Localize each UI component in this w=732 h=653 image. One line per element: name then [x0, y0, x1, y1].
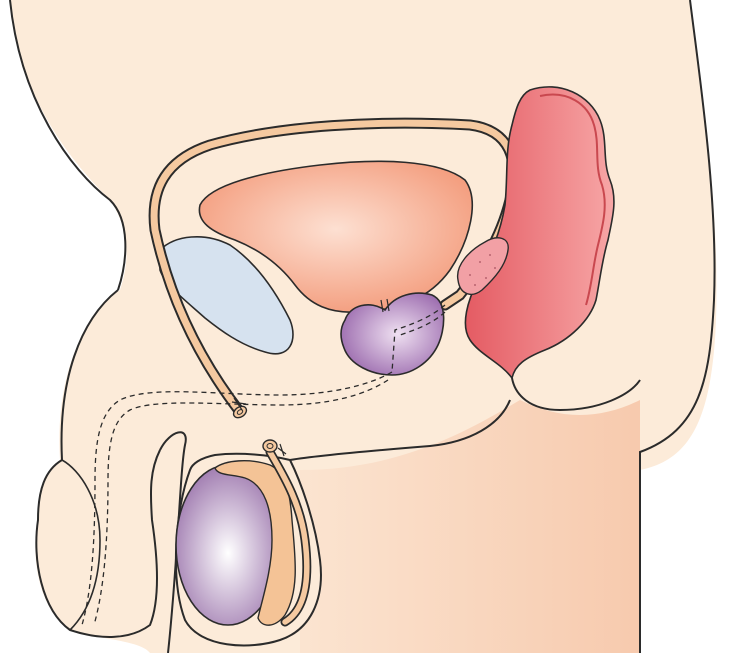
ejaculatory-duct-2: [399, 311, 446, 336]
vas-cut-end-lower: [262, 439, 287, 457]
rectum: [464, 86, 615, 380]
anal-canal: [511, 377, 641, 412]
seminal-vesicle: [456, 237, 509, 296]
ejaculatory-duct: [391, 304, 446, 373]
back-outline: [639, 0, 716, 653]
urethra-upper: [81, 371, 393, 626]
penis: [35, 289, 161, 638]
glans-line: [61, 459, 101, 631]
groin-outline: [159, 431, 187, 653]
pubic-bone: [159, 235, 294, 355]
bladder: [198, 160, 473, 314]
bladder-neck-marks: [380, 298, 390, 313]
perineum-outline: [289, 399, 511, 461]
seminal-vesicle-texture: [469, 254, 496, 286]
urethra-lower: [93, 379, 389, 626]
buttock-shading: [300, 400, 640, 653]
belly-outline: [9, 0, 127, 291]
rectum-wall: [539, 93, 606, 306]
vas-lower: [267, 449, 310, 625]
prostate: [340, 292, 445, 376]
